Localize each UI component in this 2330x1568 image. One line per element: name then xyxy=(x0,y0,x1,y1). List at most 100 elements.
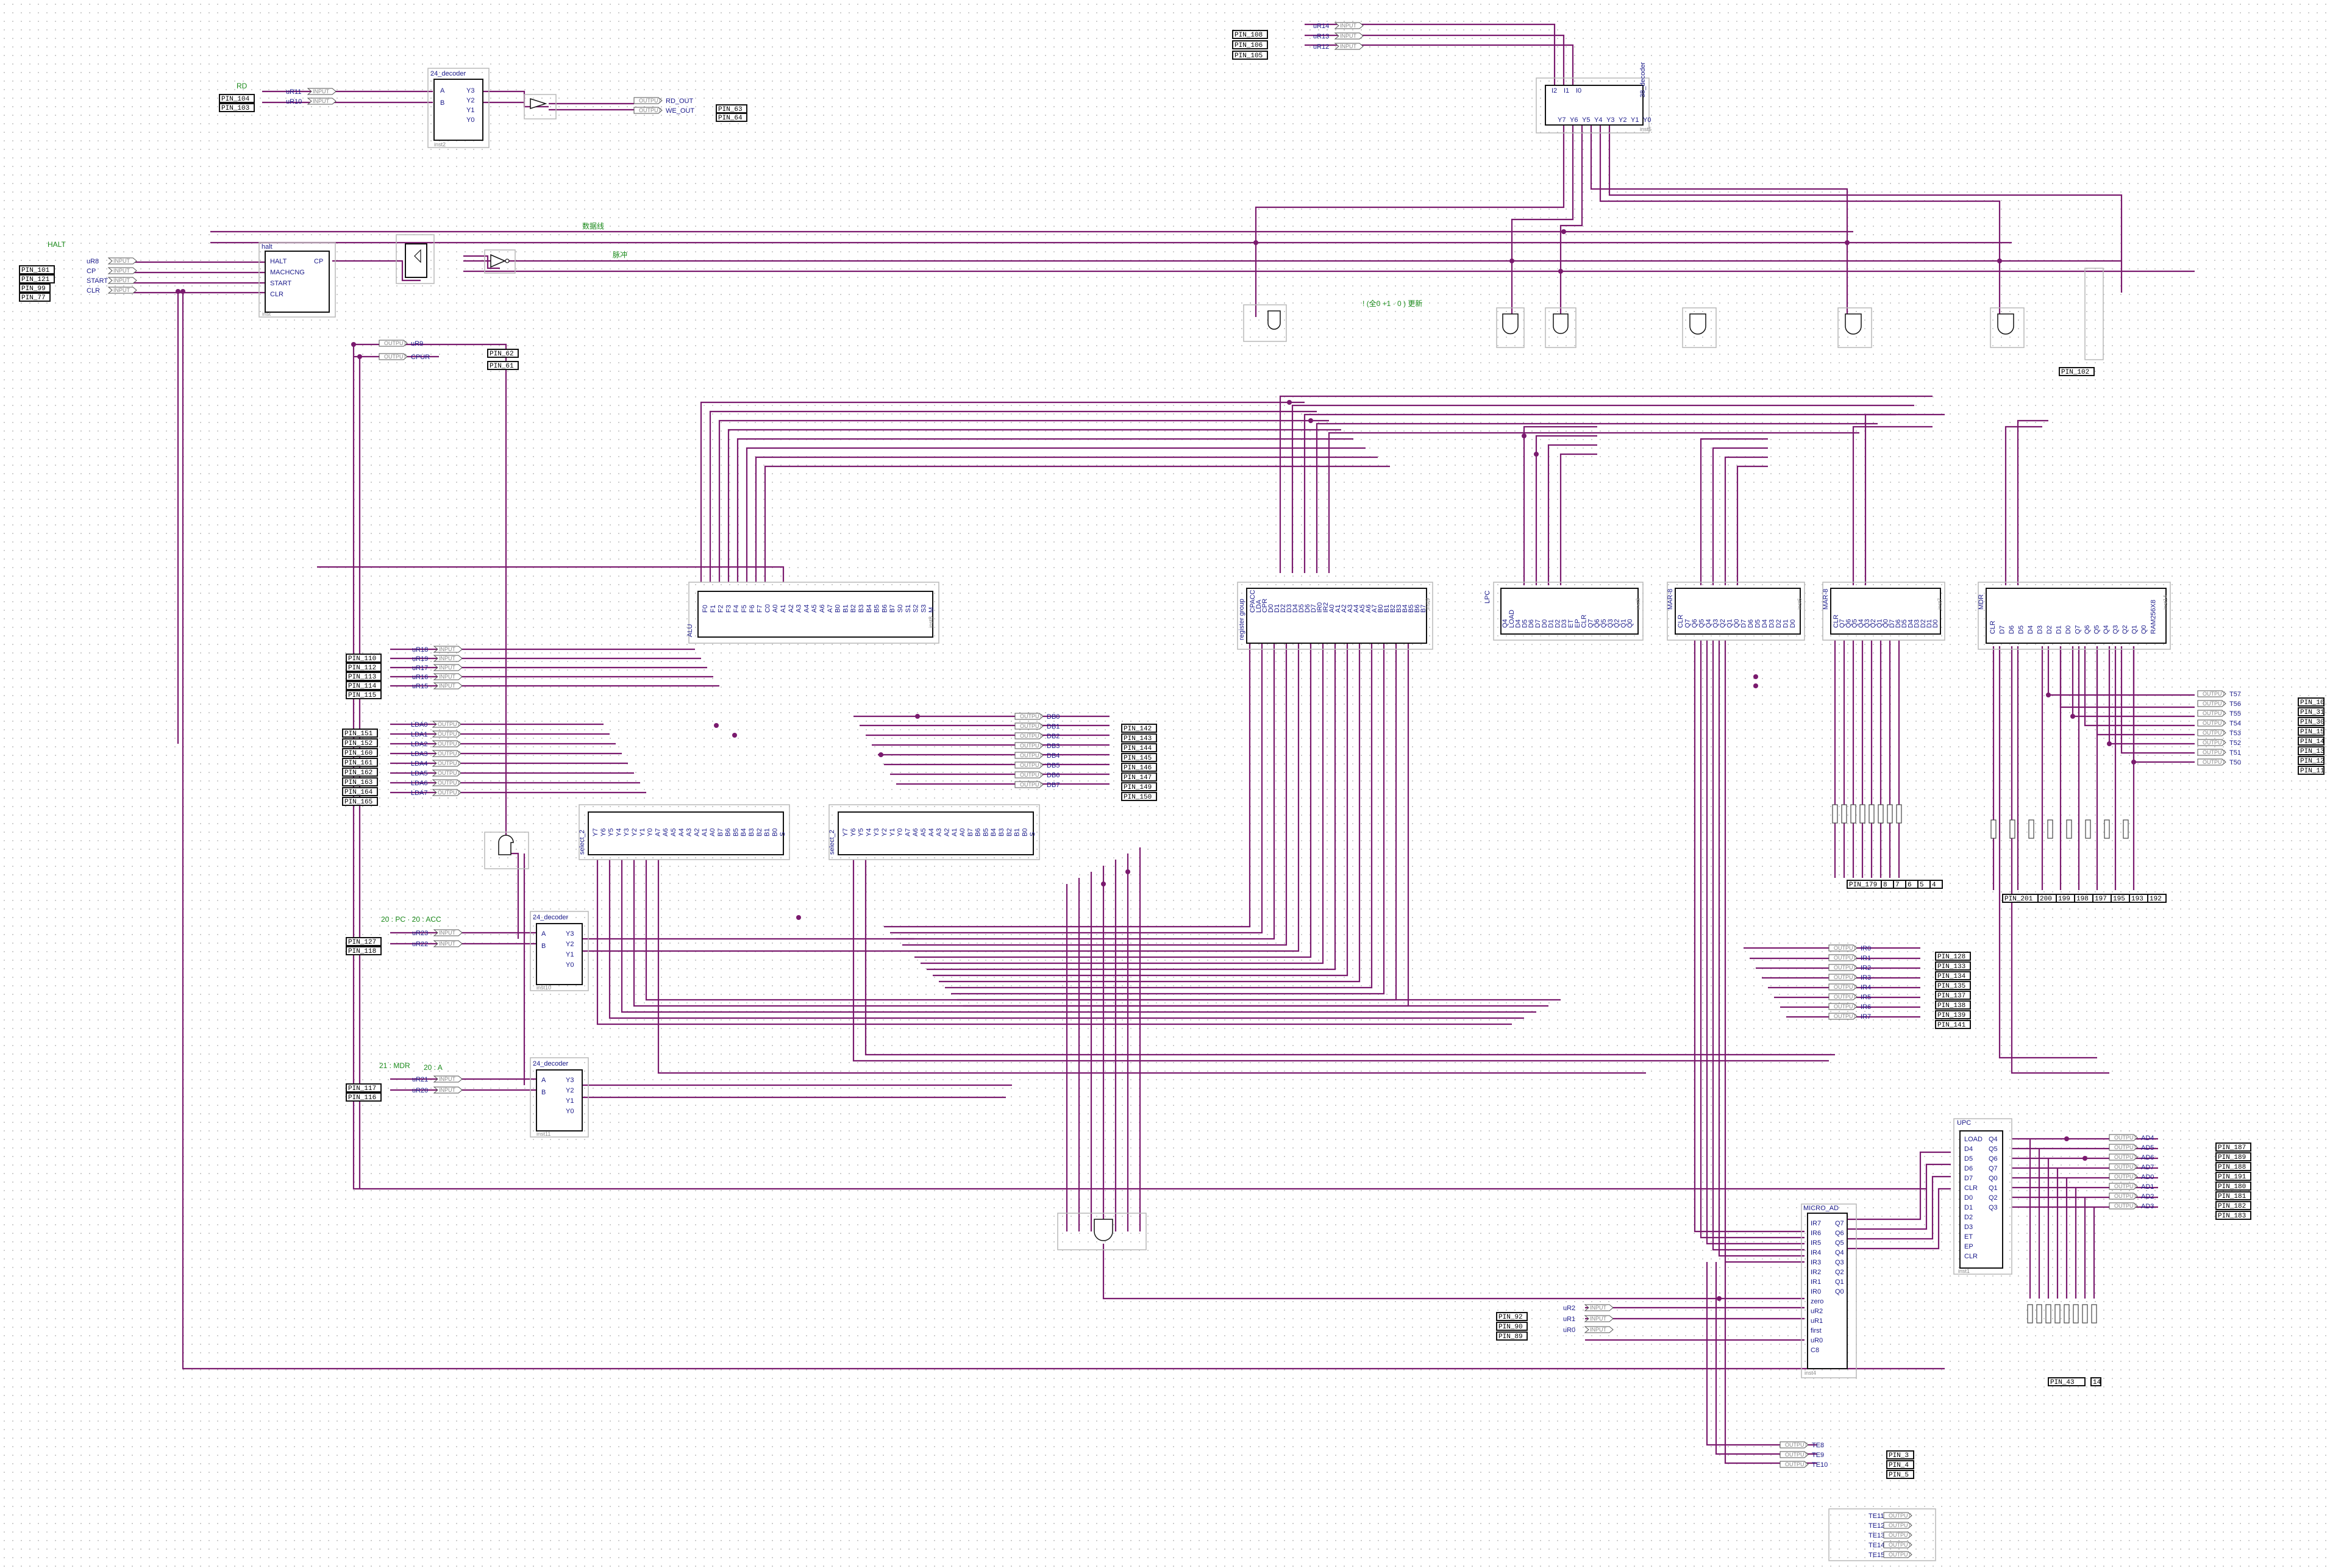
pin-mar-bottom-4[interactable]: 5 xyxy=(1917,880,1931,889)
pin-upc-out-1[interactable]: PIN_189 xyxy=(2215,1152,2251,1161)
pin-db-1[interactable]: PIN_143 xyxy=(1121,733,1157,743)
pin-lda-3[interactable]: PIN_161 xyxy=(342,758,378,767)
pin-t-right-6[interactable]: PIN_12 xyxy=(2298,756,2325,765)
pin-ir-1[interactable]: PIN_133 xyxy=(1935,961,1971,971)
halt-module[interactable]: halt HALT MACHCNG START CLR CP inst xyxy=(258,242,336,318)
pin-t-right-4[interactable]: PIN_14 xyxy=(2298,736,2325,746)
pin-mdr-bottom-1[interactable]: 200 xyxy=(2037,894,2057,903)
pin-halt-2[interactable]: PIN_99 xyxy=(19,283,51,293)
pin-mar-bottom-0[interactable]: PIN_179 xyxy=(1847,880,1882,889)
pin-ir-0[interactable]: PIN_128 xyxy=(1935,952,1971,961)
pin-lda-7[interactable]: PIN_165 xyxy=(342,797,378,806)
te-port-4[interactable]: OUTPUT xyxy=(1883,1551,1912,1558)
pin-rd-1[interactable]: PIN_103 xyxy=(219,103,255,112)
pin-ir-5[interactable]: PIN_138 xyxy=(1935,1000,1971,1010)
pin-lda-2[interactable]: PIN_160 xyxy=(342,748,378,757)
pin-mdr-bottom-7[interactable]: 192 xyxy=(2147,894,2167,903)
pin-ir-7[interactable]: PIN_141 xyxy=(1935,1020,1971,1029)
pin-mdr-bottom-3[interactable]: 198 xyxy=(2074,894,2093,903)
pin-db-0[interactable]: PIN_142 xyxy=(1121,724,1157,733)
pin-dec3-1[interactable]: PIN_118 xyxy=(346,946,382,955)
pin-db-3[interactable]: PIN_145 xyxy=(1121,753,1157,762)
pin-alu-0[interactable]: PIN_110 xyxy=(346,654,382,663)
pin-t-right-5[interactable]: PIN_13 xyxy=(2298,746,2325,755)
pin-upc-out-4[interactable]: PIN_180 xyxy=(2215,1181,2251,1191)
upc-block[interactable]: UPC LOADD4D5D6D7CLRD0D1D2D3ETEPCLRQ4Q5Q6… xyxy=(1953,1118,2012,1275)
pin-upc-out-3[interactable]: PIN_191 xyxy=(2215,1172,2251,1181)
decoder-24-rd[interactable]: 24_decoder A B Y3 Y2 Y1 Y0 inst2 xyxy=(427,68,490,148)
pin-rd-0[interactable]: PIN_104 xyxy=(219,94,255,103)
pin-mdr-bottom-5[interactable]: 195 xyxy=(2111,894,2130,903)
mar-block-2[interactable]: MAR-8 inst7 CLRQ7Q6Q5Q4Q3Q2Q1Q0D7D6D5D4D… xyxy=(1822,582,1945,641)
te-port-1[interactable]: OUTPUT xyxy=(1883,1522,1912,1529)
pin-mar-bottom-1[interactable]: 8 xyxy=(1881,880,1894,889)
pin-ir-6[interactable]: PIN_139 xyxy=(1935,1010,1971,1019)
pin-lda-4[interactable]: PIN_162 xyxy=(342,768,378,777)
pin-upc-bottom-1[interactable]: 14 xyxy=(2090,1377,2101,1386)
pin-t-bottom-2[interactable]: PIN_5 xyxy=(1886,1470,1914,1479)
te-port-3[interactable]: OUTPUT xyxy=(1883,1541,1912,1548)
pin-upc-out-2[interactable]: PIN_188 xyxy=(2215,1162,2251,1171)
pin-db-2[interactable]: PIN_144 xyxy=(1121,743,1157,752)
pin-upc-bottom-0[interactable]: PIN_43 xyxy=(2048,1377,2086,1386)
pin-rd-out-0[interactable]: PIN_63 xyxy=(716,104,747,113)
pin-mid-0[interactable]: PIN_62 xyxy=(487,349,519,358)
decoder-24-mdr[interactable]: 24_decoder A B Y3 Y2 Y1 Y0 inst11 xyxy=(530,1057,589,1138)
pin-ir-4[interactable]: PIN_137 xyxy=(1935,991,1971,1000)
pin-rd-out-1[interactable]: PIN_64 xyxy=(716,113,747,122)
pin-mdr-bottom-2[interactable]: 199 xyxy=(2056,894,2075,903)
pin-t-right-2[interactable]: PIN_30 xyxy=(2298,717,2325,726)
decoder-24-pc[interactable]: 24_decoder A B Y3 Y2 Y1 Y0 inst10 xyxy=(530,911,589,991)
pin-mar-bottom-5[interactable]: 4 xyxy=(1929,880,1943,889)
lpc-block[interactable]: LPC inst3 Q4LOADD4D5D6D7D0D1D2D3ETEPCLRQ… xyxy=(1484,582,1644,641)
pin-upc-out-0[interactable]: PIN_187 xyxy=(2215,1142,2251,1152)
pin-top-a-0[interactable]: PIN_108 xyxy=(1232,30,1268,39)
